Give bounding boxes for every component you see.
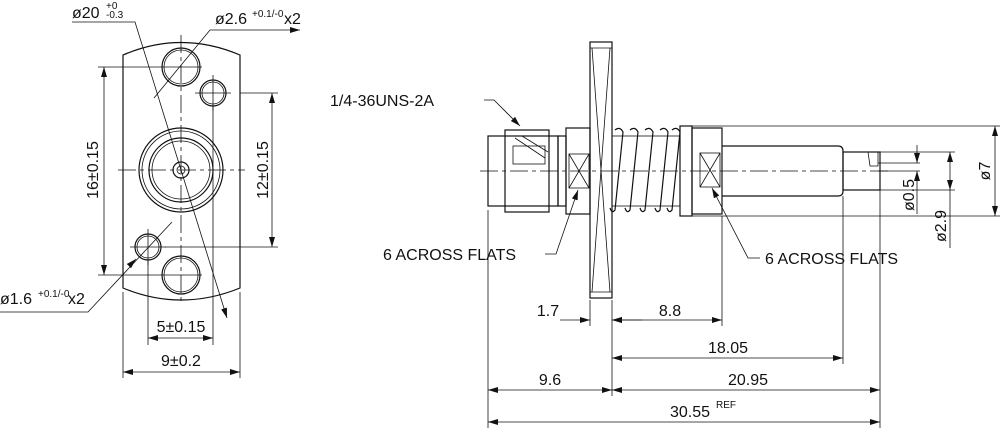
flange-plate-outline xyxy=(122,41,241,301)
across-flats-left-label: 6 ACROSS FLATS xyxy=(383,247,516,264)
dia-7-label: ø7 xyxy=(977,162,994,181)
spring xyxy=(609,127,681,213)
dim-20-95: 20.95 xyxy=(728,372,768,389)
dim-9: 9±0.2 xyxy=(161,353,201,370)
dia-2-9-label: ø2.9 xyxy=(933,210,950,242)
dim-30-55: 30.55 xyxy=(670,404,710,421)
large-hole-label: ø2.6 xyxy=(215,11,247,28)
dia-0-5-label: ø0.5 xyxy=(901,179,918,211)
dim-5: 5±0.15 xyxy=(157,319,206,336)
across-flats-right-label: 6 ACROSS FLATS xyxy=(765,251,898,268)
center-contact xyxy=(138,127,224,213)
outer-diameter-label: ø20 xyxy=(72,5,100,22)
side-view: 1/4-36UNS-2A 6 ACROSS FLATS 6 ACROSS FLA… xyxy=(330,41,1000,428)
large-hole-qty: x2 xyxy=(284,11,301,28)
thread-spec-label: 1/4-36UNS-2A xyxy=(330,93,434,110)
dim-9-6: 9.6 xyxy=(539,372,561,389)
threaded-coupling xyxy=(487,129,567,213)
dim-12: 12±0.15 xyxy=(255,141,272,199)
dim-1-7: 1.7 xyxy=(537,303,559,320)
dim-8-8: 8.8 xyxy=(659,303,681,320)
small-hole-label: ø1.6 xyxy=(0,291,32,308)
dim-18-05: 18.05 xyxy=(708,340,748,357)
outer-diameter-tol-lower: -0.3 xyxy=(106,10,124,21)
dim-16: 16±0.15 xyxy=(85,141,102,199)
front-view: ø20 +0 -0.3 ø2.6 +0.1/-0 x2 ø1.6 +0.1/-0… xyxy=(0,1,301,378)
large-hole-tolerance: +0.1/-0 xyxy=(252,9,284,20)
dim-ref-suffix: REF xyxy=(716,400,736,411)
small-hole-qty: x2 xyxy=(68,291,85,308)
hex-body-right xyxy=(691,127,723,215)
outer-diameter-tol-upper: +0 xyxy=(106,1,118,12)
small-hole-tolerance: +0.1/-0 xyxy=(38,289,70,300)
